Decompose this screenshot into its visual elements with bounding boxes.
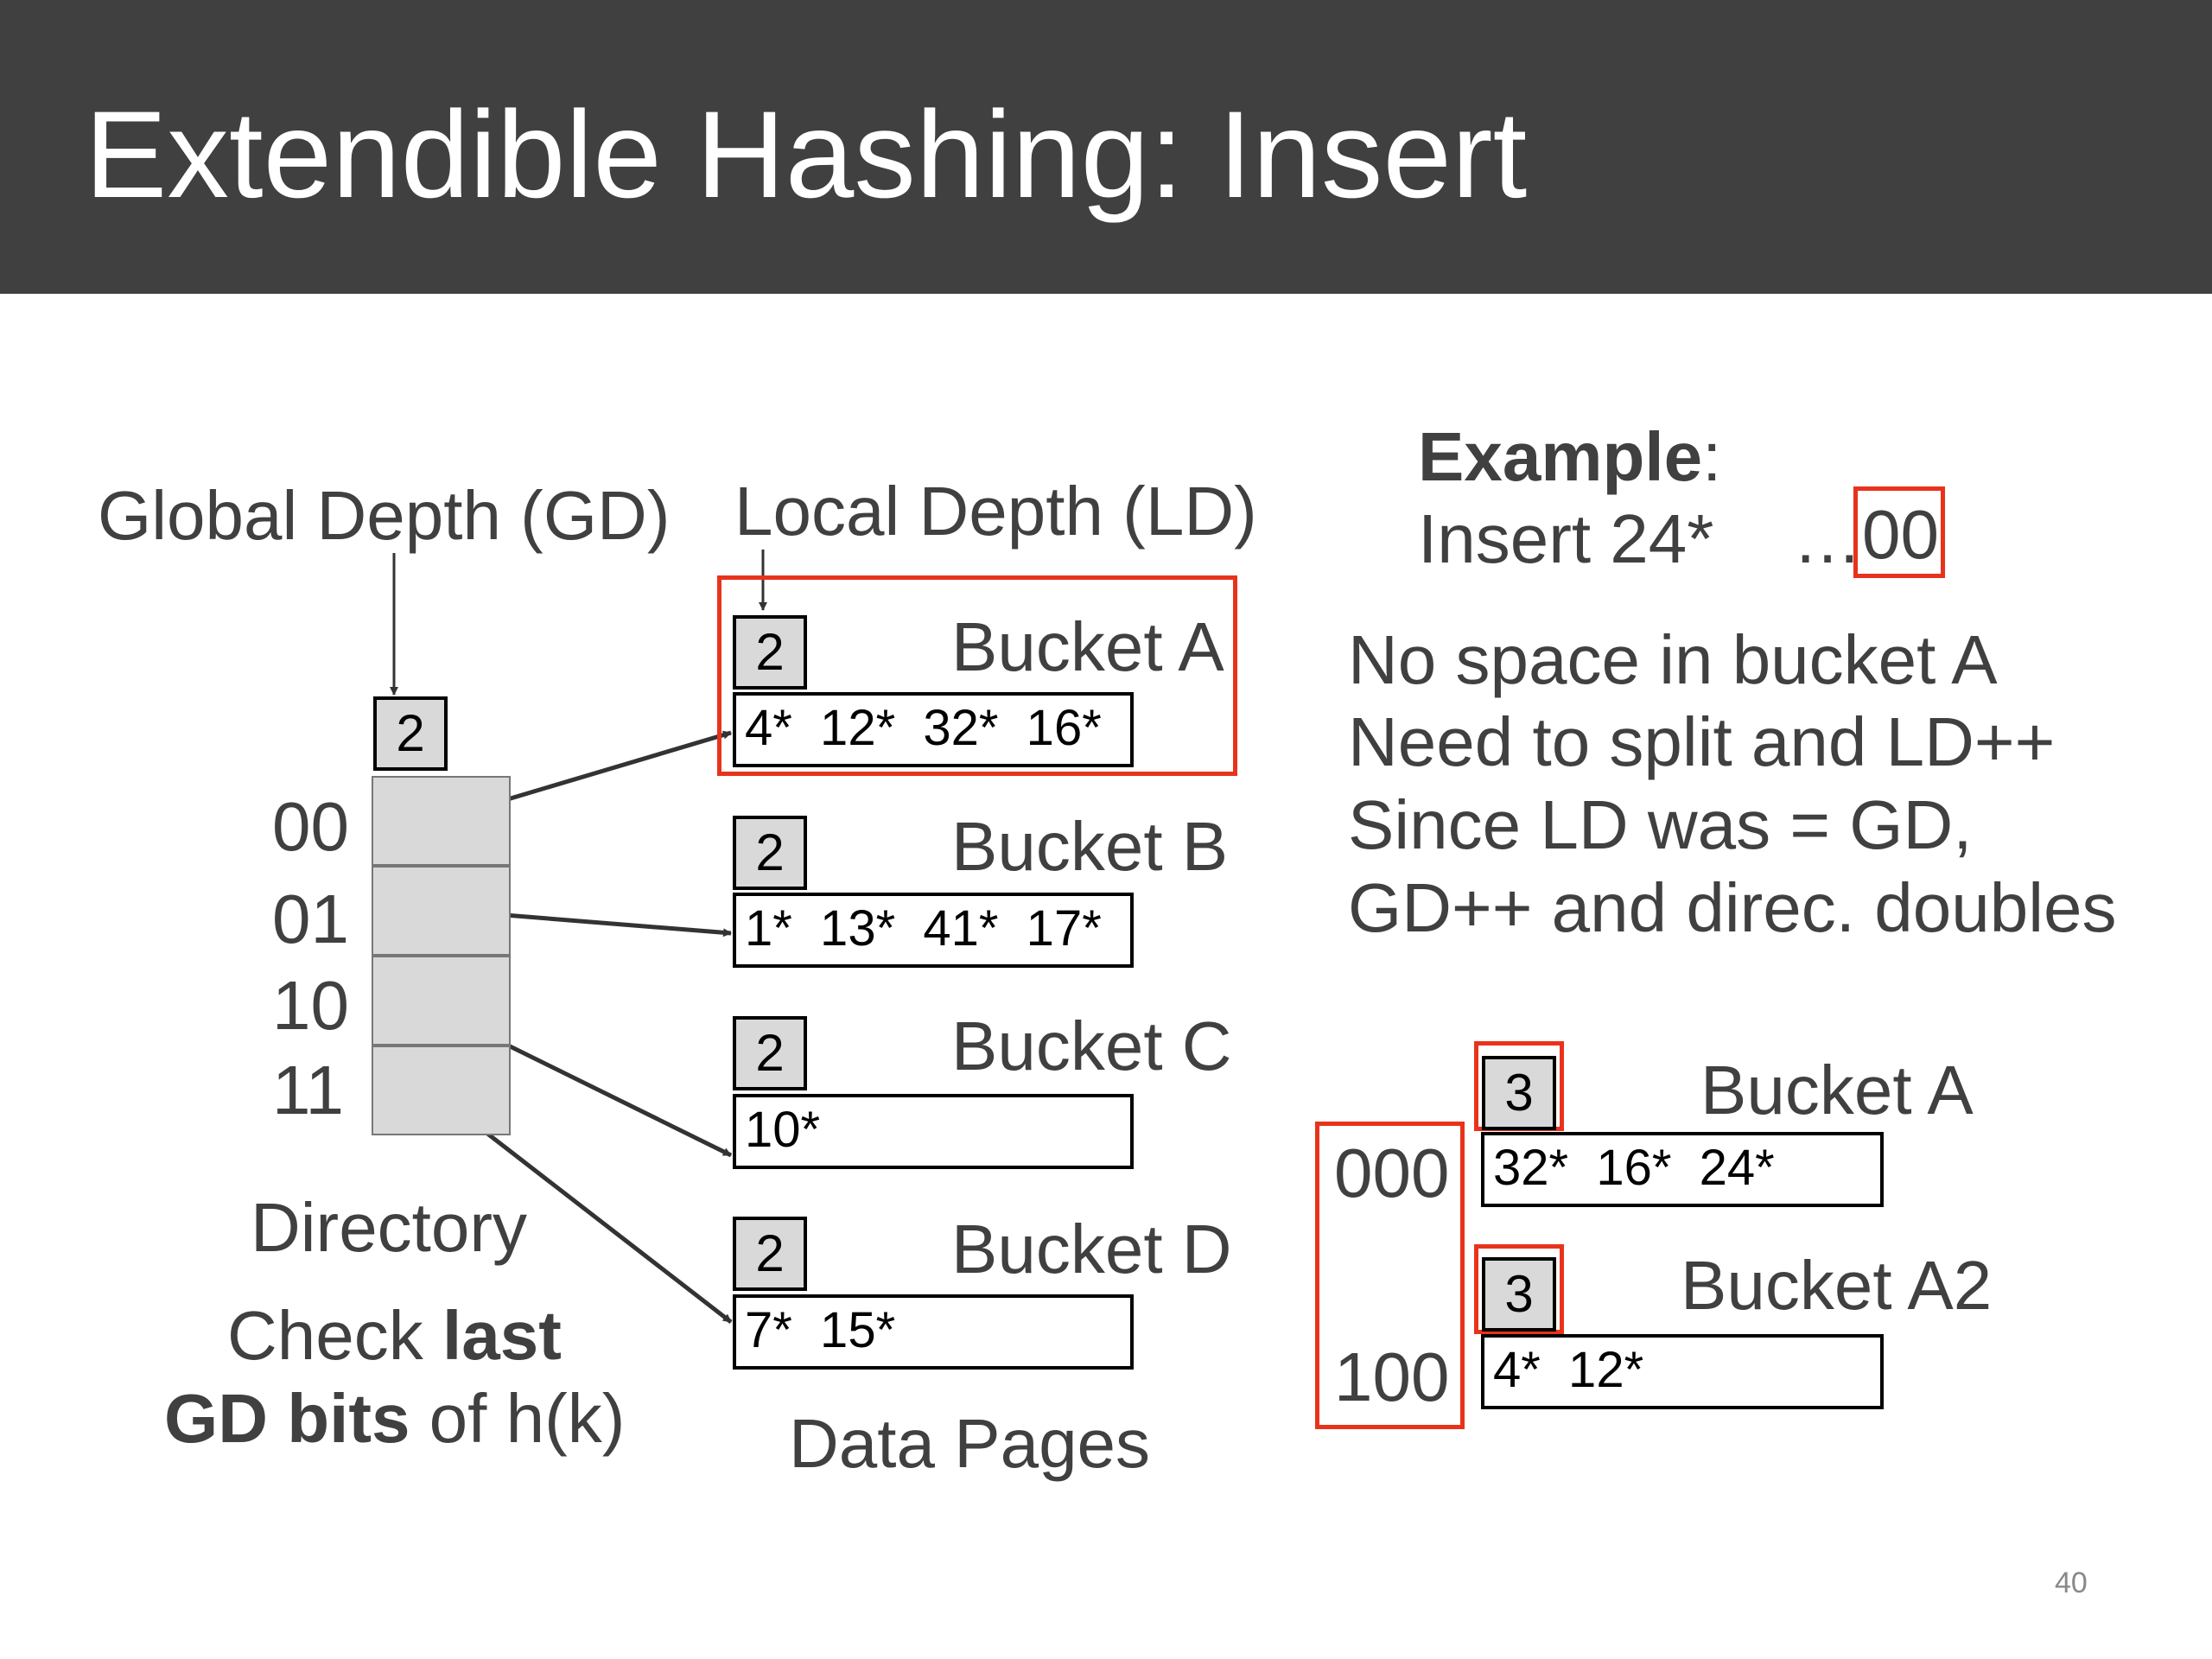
insert-ellipsis: … — [1793, 500, 1862, 577]
explanation-line-4: GD++ and direc. doubles — [1348, 869, 2117, 946]
check-last-caption: Check last — [227, 1296, 562, 1376]
bucket-a2-page: 4* 12* — [1481, 1334, 1884, 1409]
local-depth-label: Local Depth (LD) — [734, 473, 1257, 550]
directory-label-11: 11 — [272, 1052, 345, 1128]
bucket-d-depth-box: 2 — [733, 1217, 807, 1291]
bucket-a-new-page: 32* 16* 24* — [1481, 1132, 1884, 1207]
example-heading: Example: — [1418, 417, 1721, 497]
gd-bits-suffix: of h(k) — [410, 1380, 626, 1457]
directory-label-01: 01 — [272, 880, 349, 957]
explanation-line-3: Since LD was = GD, — [1348, 786, 1973, 863]
explanation-line-1: No space in bucket A — [1348, 621, 1998, 698]
bucket-c-depth-box: 2 — [733, 1016, 807, 1090]
insert-24-text: Insert 24* — [1418, 500, 1714, 577]
check-prefix: Check — [227, 1297, 442, 1374]
suffix-bits: 00 — [1862, 496, 1939, 573]
directory-cell-11 — [372, 1046, 511, 1135]
bucket-a-new-depth-box: 3 — [1482, 1056, 1556, 1130]
directory-cell-00 — [372, 776, 511, 866]
directory-cell-10 — [372, 956, 511, 1046]
page-number: 40 — [2055, 1567, 2088, 1599]
bucket-d-label: Bucket D — [951, 1211, 1232, 1287]
gd-bits-bold: GD bits — [164, 1380, 410, 1457]
explanation-line-2: Need to split and LD++ — [1348, 703, 2056, 780]
bucket-a2-label: Bucket A2 — [1681, 1247, 1993, 1324]
bucket-b-label: Bucket B — [951, 808, 1229, 885]
title-bar: Extendible Hashing: Insert — [0, 0, 2212, 294]
bucket-a-highlight — [717, 575, 1237, 776]
bucket-b-depth-box: 2 — [733, 816, 807, 890]
directory-label-10: 10 — [272, 967, 349, 1044]
example-heading-colon: : — [1702, 418, 1722, 495]
slide-title: Extendible Hashing: Insert — [85, 86, 1528, 224]
bucket-c-label: Bucket C — [951, 1007, 1232, 1084]
directory-cell-01 — [372, 866, 511, 956]
bucket-b-page: 1* 13* 41* 17* — [733, 893, 1134, 968]
bucket-d-page: 7* 15* — [733, 1294, 1134, 1370]
bucket-a-new-label: Bucket A — [1700, 1052, 1974, 1128]
suffix-bits-highlight — [1853, 486, 1945, 578]
directory-caption: Directory — [251, 1189, 528, 1266]
global-depth-box: 2 — [373, 696, 448, 771]
data-pages-caption: Data Pages — [789, 1405, 1151, 1482]
bucket-a-label: Bucket A — [951, 608, 1224, 685]
bucket-c-page: 10* — [733, 1094, 1134, 1169]
check-bold: last — [442, 1297, 562, 1374]
bucket-a-page: 4* 12* 32* 16* — [733, 692, 1134, 767]
new-directory-highlight — [1315, 1122, 1465, 1429]
global-depth-label: Global Depth (GD) — [98, 477, 671, 554]
bucket-a2-depth-highlight — [1474, 1244, 1564, 1334]
new-dir-label-100: 100 — [1334, 1338, 1450, 1415]
bucket-a2-depth-box: 3 — [1482, 1257, 1556, 1332]
gd-bits-caption: GD bits of h(k) — [164, 1379, 625, 1459]
directory-label-00: 00 — [272, 788, 349, 865]
new-dir-label-000: 000 — [1334, 1135, 1450, 1211]
example-heading-bold: Example — [1418, 418, 1703, 495]
bucket-a-depth-box: 2 — [733, 615, 807, 690]
